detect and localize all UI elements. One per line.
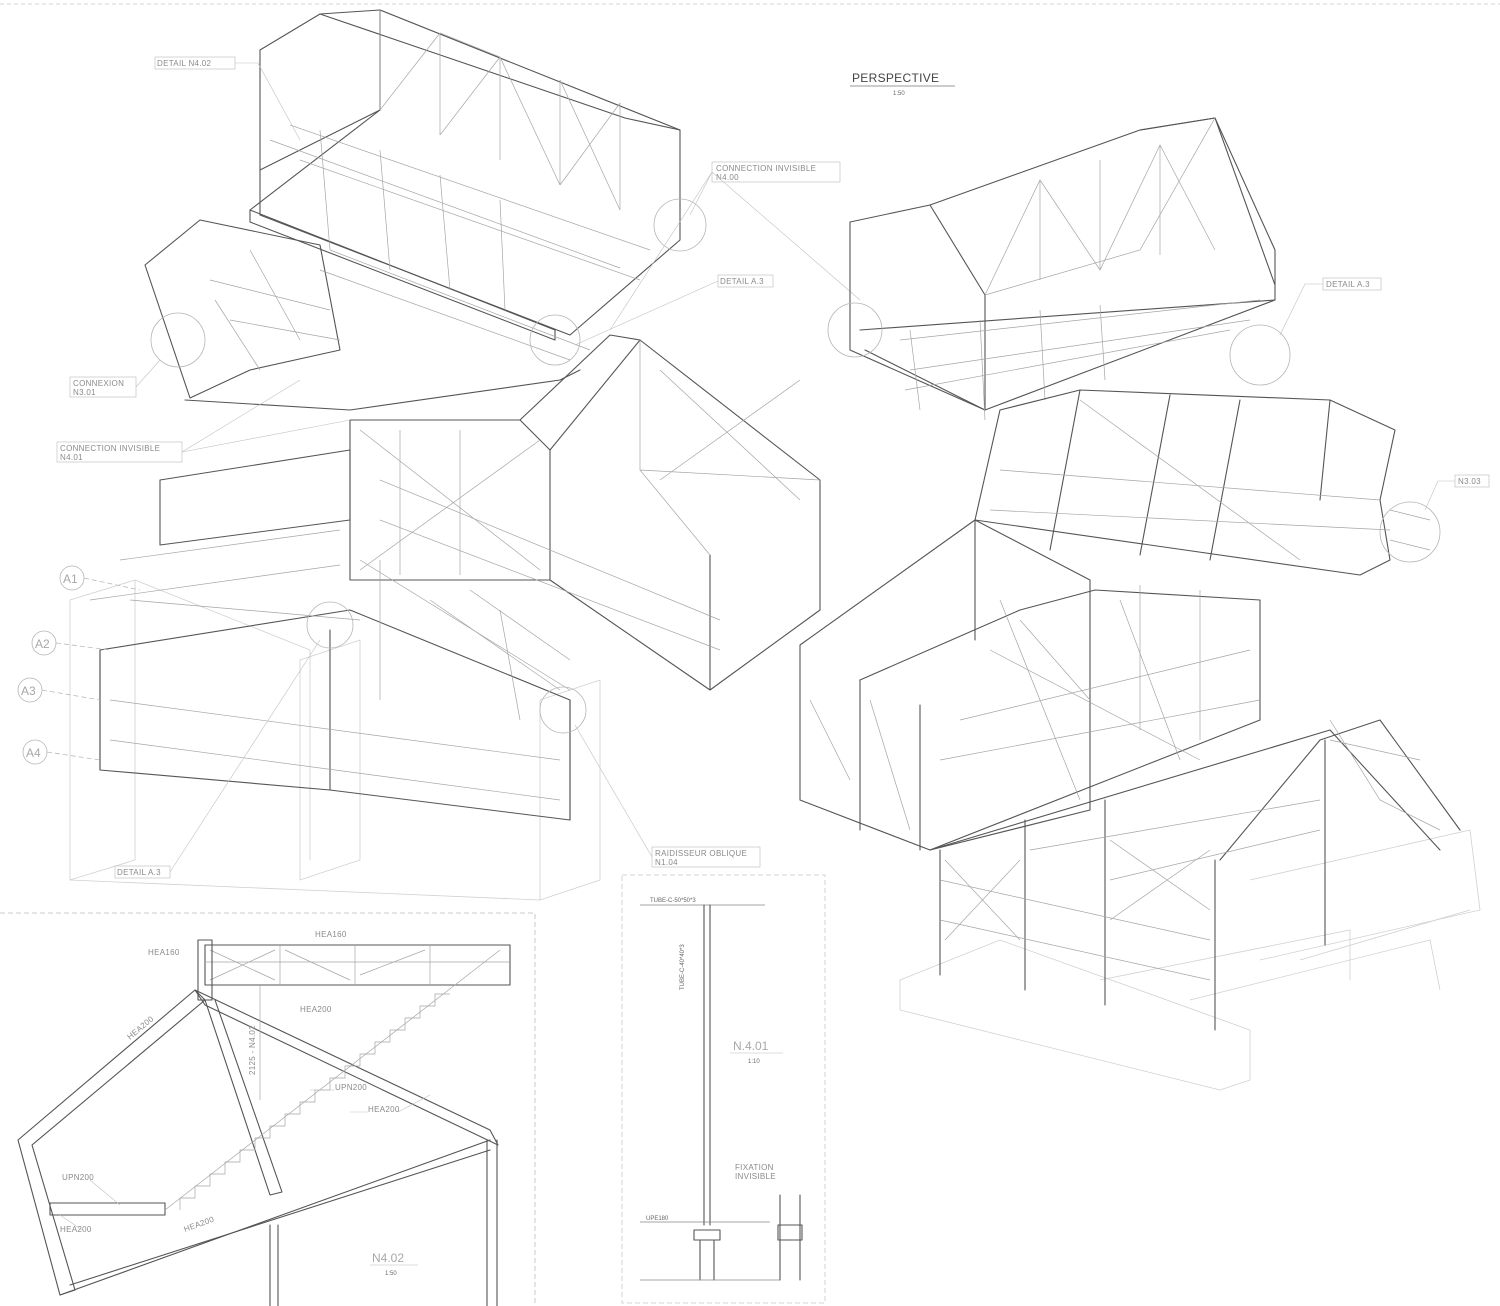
svg-text:N3.01: N3.01 <box>73 388 96 397</box>
n401-fixation-label: FIXATION <box>735 1163 774 1172</box>
right-upper-module <box>849 117 1276 421</box>
right-tower-isometric <box>799 117 1481 1091</box>
detail-n402-panel: HEA160 HEA160 HEA200 HEA200 2125 - N4.02… <box>0 912 536 1306</box>
detail-circle-raidisseur <box>539 686 587 734</box>
svg-text:DETAIL N4.02: DETAIL N4.02 <box>157 59 212 68</box>
detail-circle-connexion <box>150 312 206 368</box>
n402-roof-truss <box>197 939 511 1001</box>
callout-raidisseur-oblique: RAIDISSEUR OBLIQUE N1.04 <box>574 724 761 868</box>
grid-axis-label: A1 <box>63 572 78 586</box>
detail-circle-a3-mid <box>529 314 581 366</box>
callout-detail-a3-top: DETAIL A.3 <box>574 274 774 346</box>
svg-text:CONNECTION INVISIBLE: CONNECTION INVISIBLE <box>716 164 816 173</box>
n402-label: UPN200 <box>335 1083 367 1092</box>
n402-label: HEA160 <box>315 930 347 939</box>
n402-label: HEA200 <box>368 1105 400 1114</box>
callout-detail-n402: DETAIL N4.02 <box>154 56 301 141</box>
left-foundation-beams <box>69 579 601 901</box>
svg-text:N3.03: N3.03 <box>1458 477 1481 486</box>
svg-text:N4.00: N4.00 <box>716 173 739 182</box>
n402-label: HEA200 <box>60 1225 92 1234</box>
right-lower-frame <box>929 719 1461 1031</box>
callout-connection-invisible-n400: CONNECTION INVISIBLE N4.00 <box>609 161 861 331</box>
n402-label: 2125 - N4.02 <box>248 1025 257 1075</box>
svg-text:RAIDISSEUR OBLIQUE: RAIDISSEUR OBLIQUE <box>655 849 747 858</box>
left-middle-hex-frame <box>144 219 591 411</box>
grid-axis-label: A4 <box>26 746 41 760</box>
left-central-prism <box>349 334 821 691</box>
perspective-title: PERSPECTIVE <box>852 71 939 85</box>
callout-connection-invisible-n401: CONNECTION INVISIBLE N4.01 <box>56 379 351 463</box>
svg-text:CONNECTION INVISIBLE: CONNECTION INVISIBLE <box>60 444 160 453</box>
detail-circle-a3-left <box>306 601 354 649</box>
callout-detail-a3-bottom: DETAIL A.3 <box>114 639 321 879</box>
svg-text:DETAIL A.3: DETAIL A.3 <box>720 277 764 286</box>
n402-label: HEA200 <box>300 1005 332 1014</box>
left-upper-module <box>249 9 681 341</box>
right-callouts: DETAIL A.3 N3.03 <box>1279 277 1490 511</box>
svg-text:N4.01: N4.01 <box>60 453 83 462</box>
detail-circle-right-n303 <box>1379 501 1441 563</box>
grid-axis-label: A3 <box>21 684 36 698</box>
n402-stair <box>164 949 501 1211</box>
svg-text:DETAIL A.3: DETAIL A.3 <box>1326 280 1370 289</box>
right-foundation-beams <box>899 829 1481 1091</box>
right-central-prism <box>799 519 1261 851</box>
left-callouts: DETAIL N4.02 CONNECTION INVISIBLE N4.00 … <box>56 56 861 879</box>
perspective-scale: 1:50 <box>893 91 905 97</box>
callout-right-detail-a3: DETAIL A.3 <box>1279 277 1382 336</box>
svg-text:DETAIL A.3: DETAIL A.3 <box>117 868 161 877</box>
svg-text:N1.04: N1.04 <box>655 858 678 867</box>
detail-n401-panel: TUBE-C-50*50*3 TUBE-C-40*40*3 UPE180 N.4… <box>621 874 826 1304</box>
grid-axis-label: A2 <box>35 637 50 651</box>
grid-axes: A1 A2 A3 A4 <box>17 565 141 765</box>
right-middle-frame <box>974 389 1431 576</box>
perspective-title-block: PERSPECTIVE 1:50 <box>850 71 955 97</box>
detail-circle-right-a3 <box>1229 324 1291 386</box>
left-lower-platform <box>89 449 571 821</box>
detail-circle-n400-left <box>653 198 707 252</box>
detail-circle-right-n400 <box>827 302 883 358</box>
n401-fixation-label: INVISIBLE <box>735 1172 776 1181</box>
n402-scale: 1:50 <box>385 1271 397 1277</box>
n401-scale: 1:10 <box>748 1059 760 1065</box>
n402-label: HEA200 <box>183 1215 216 1234</box>
svg-text:CONNEXION: CONNEXION <box>73 379 124 388</box>
n402-label: UPN200 <box>62 1173 94 1182</box>
n402-title: N4.02 <box>372 1251 404 1265</box>
n401-label: TUBE-C-50*50*3 <box>650 898 696 904</box>
n401-label: UPE180 <box>646 1216 669 1222</box>
n402-label: HEA160 <box>148 948 180 957</box>
n401-label: TUBE-C-40*40*3 <box>680 944 686 990</box>
n401-title: N.4.01 <box>733 1039 769 1053</box>
left-tower-isometric: A1 A2 A3 A4 <box>17 9 821 901</box>
callout-connexion-n301: CONNEXION N3.01 <box>69 359 161 398</box>
n402-frame <box>17 989 499 1306</box>
callout-right-n303: N3.03 <box>1424 474 1490 511</box>
